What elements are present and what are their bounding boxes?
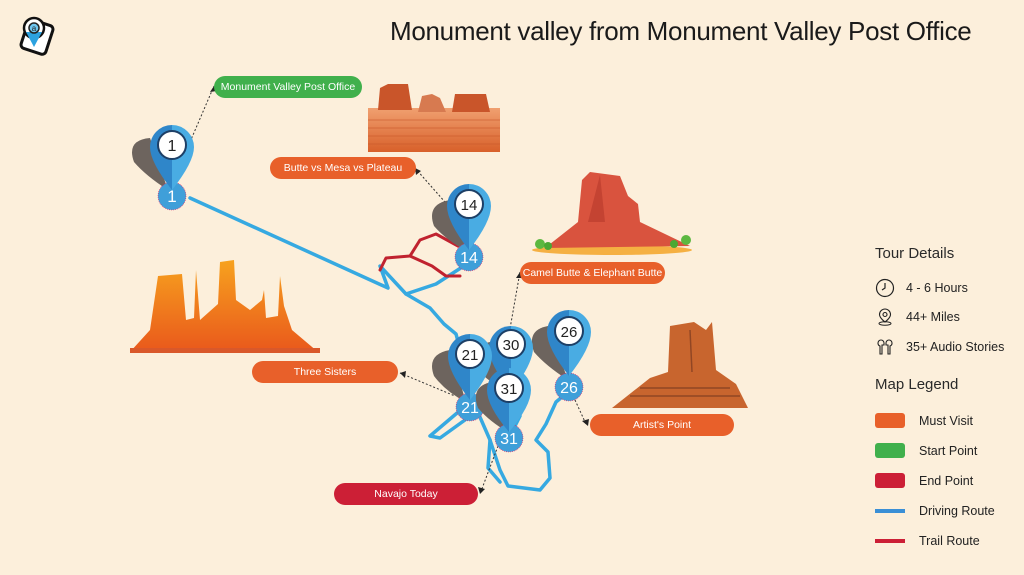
stop-label-navajo-today[interactable]: Navajo Today xyxy=(334,483,478,505)
map-pin-1[interactable]: 1 1 xyxy=(132,125,194,211)
end-point-swatch xyxy=(875,473,905,488)
leader-arrowheads xyxy=(210,86,589,494)
driving-route-line-swatch xyxy=(875,509,905,513)
audio-stories-text: 35+ Audio Stories xyxy=(906,340,1005,354)
map-pin-26[interactable]: 26 26 xyxy=(531,310,591,402)
audio-guide-pin-logo-icon: a xyxy=(19,16,55,56)
legend-item-driving-route: Driving Route xyxy=(875,504,995,518)
must-visit-swatch xyxy=(875,413,905,428)
svg-text:30: 30 xyxy=(503,337,520,354)
svg-text:1: 1 xyxy=(167,187,176,206)
location-pin-icon xyxy=(878,308,892,326)
start-point-swatch xyxy=(875,443,905,458)
earbuds-icon xyxy=(877,339,893,355)
tour-details-heading: Tour Details xyxy=(875,245,955,262)
svg-text:14: 14 xyxy=(460,250,478,267)
map-pin-31[interactable]: 31 31 xyxy=(475,368,531,453)
legend-item-trail-route: Trail Route xyxy=(875,534,980,548)
legend-item-end-point: End Point xyxy=(875,473,973,488)
leader-lines xyxy=(189,85,587,495)
svg-text:26: 26 xyxy=(561,324,578,341)
tour-detail-duration: 4 - 6 Hours xyxy=(875,278,968,298)
svg-text:21: 21 xyxy=(462,347,479,364)
svg-text:31: 31 xyxy=(500,431,518,448)
trail-route-line-swatch xyxy=(875,539,905,543)
svg-text:21: 21 xyxy=(461,400,479,417)
legend-label: Driving Route xyxy=(919,504,995,518)
legend-item-must-visit: Must Visit xyxy=(875,413,973,428)
stop-label-butte-vs-mesa-vs-plateau[interactable]: Butte vs Mesa vs Plateau xyxy=(270,157,416,179)
distance-text: 44+ Miles xyxy=(906,310,960,324)
page-title: Monument valley from Monument Valley Pos… xyxy=(390,16,972,46)
legend-label: End Point xyxy=(919,473,974,488)
svg-text:26: 26 xyxy=(560,380,578,397)
stop-label-three-sisters[interactable]: Three Sisters xyxy=(252,361,398,383)
camel-butte-illustration xyxy=(532,172,692,255)
stop-label-monument-valley-post-office[interactable]: Monument Valley Post Office xyxy=(214,76,362,98)
map-legend-heading: Map Legend xyxy=(875,376,959,393)
legend-item-start-point: Start Point xyxy=(875,443,977,458)
trail-route xyxy=(378,232,462,278)
duration-text: 4 - 6 Hours xyxy=(906,281,968,295)
legend-label: Must Visit xyxy=(919,413,973,428)
svg-text:14: 14 xyxy=(461,197,478,214)
legend-label: Start Point xyxy=(919,443,978,458)
three-sisters-illustration xyxy=(130,260,320,353)
tour-detail-distance: 44+ Miles xyxy=(875,307,960,327)
clock-icon xyxy=(875,278,895,298)
svg-text:1: 1 xyxy=(168,138,177,155)
svg-text:31: 31 xyxy=(501,381,518,398)
map-pin-14[interactable]: 14 14 xyxy=(432,184,491,272)
map-pin-21[interactable]: 21 21 xyxy=(432,334,492,422)
artists-point-butte-illustration xyxy=(612,322,748,408)
svg-text:a: a xyxy=(32,24,37,33)
tour-detail-audio: 35+ Audio Stories xyxy=(875,337,1004,357)
legend-label: Trail Route xyxy=(919,534,980,548)
mesa-landscape-illustration xyxy=(368,84,500,152)
stop-label-camel-butte-elephant-butte[interactable]: Camel Butte & Elephant Butte xyxy=(520,262,665,284)
stop-label-artists-point[interactable]: Artist's Point xyxy=(590,414,734,436)
